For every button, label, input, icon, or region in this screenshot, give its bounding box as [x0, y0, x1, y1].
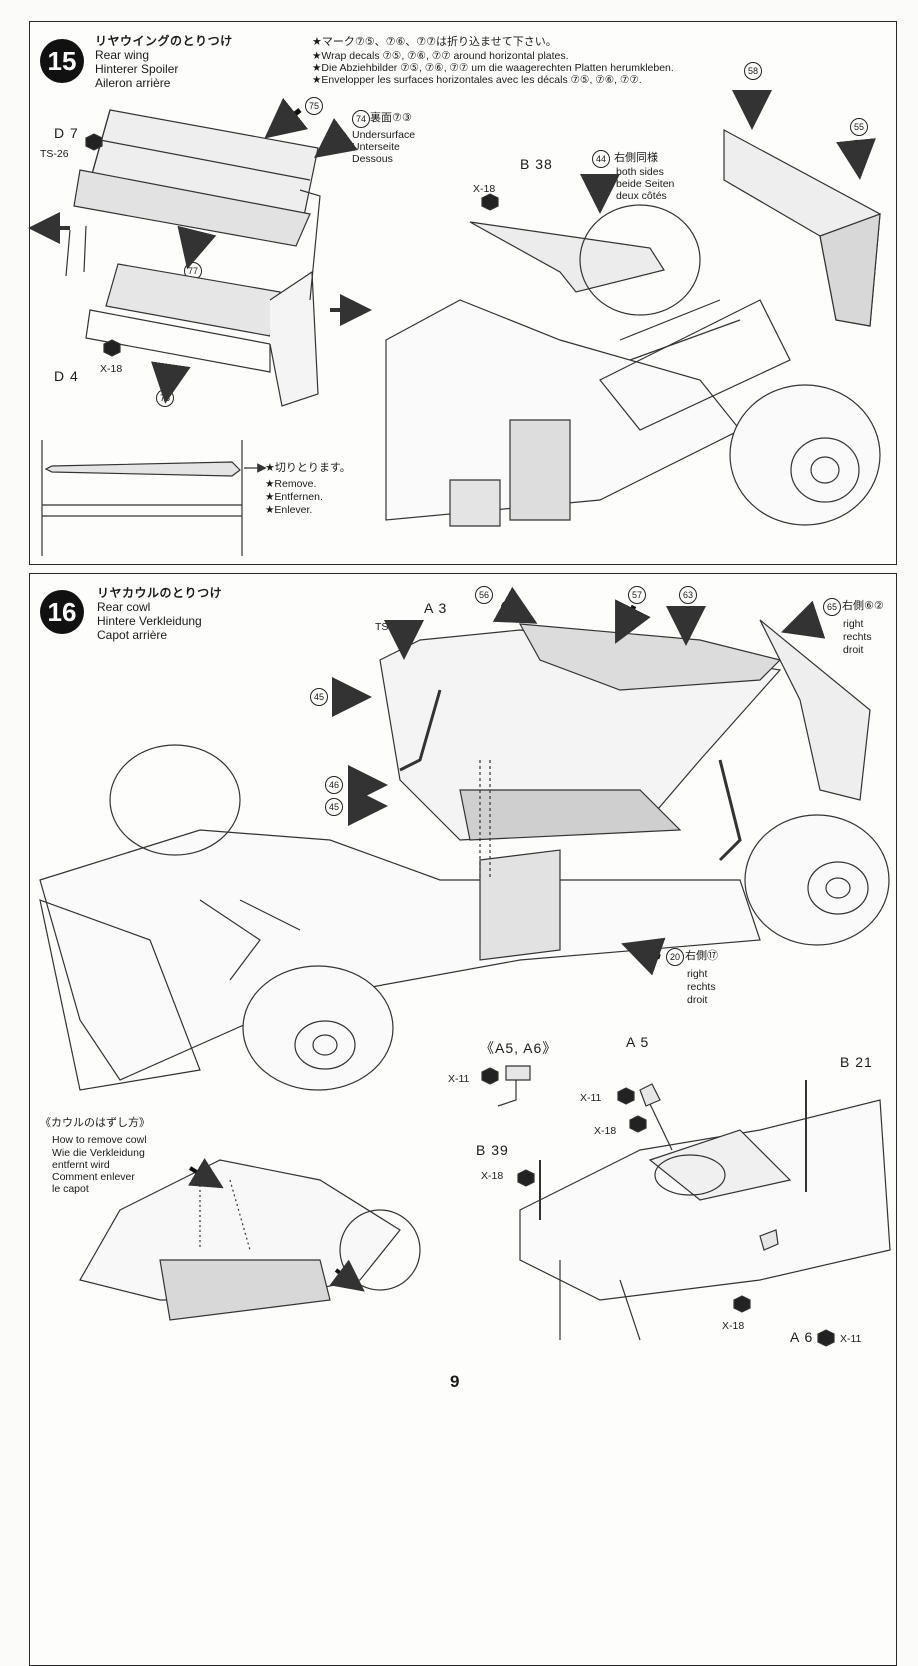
- step-16-title-de: Hintere Verkleidung: [97, 614, 202, 628]
- decal-46-marker: 46: [325, 776, 343, 794]
- step-16-title-fr: Capot arrière: [97, 628, 168, 642]
- remove-note-jp: ★切りとります。: [265, 462, 351, 474]
- decal-74-undersurface-de: Unterseite: [352, 141, 400, 153]
- decal-77-marker: 77: [184, 262, 202, 280]
- step-15-title: リヤウイングのとりつけ Rear wing Hinterer Spoiler A…: [95, 34, 233, 90]
- step-16-title-jp: リヤカウルのとりつけ: [97, 586, 223, 600]
- decal-74-undersurface-jp: 裏面⑦③: [370, 112, 412, 124]
- part-label-d4: D 4: [54, 368, 79, 384]
- decal-75-marker: 75: [305, 97, 323, 115]
- part-label-b21: B 21: [840, 1054, 873, 1070]
- remove-note-de: ★Entfernen.: [265, 491, 323, 503]
- howto-title-de-line2: entfernt wird: [52, 1159, 110, 1171]
- step-15-note-en: ★Wrap decals ⑦⑤, ⑦⑥, ⑦⑦ around horizonta…: [312, 50, 569, 62]
- decal-55-marker: 55: [850, 118, 868, 136]
- decal-57-marker: 57: [628, 586, 646, 604]
- decal-74-undersurface-en: Undersurface: [352, 129, 416, 141]
- step-15-title-jp: リヤウイングのとりつけ: [95, 34, 233, 48]
- step-16-number-badge: 16: [40, 590, 84, 634]
- decal-74-undersurface-fr: Dessous: [352, 153, 393, 165]
- decal-76-marker: 76: [156, 389, 174, 407]
- step-15-note-de: ★Die Abziehbilder ⑦⑤, ⑦⑥, ⑦⑦ um die waag…: [312, 62, 674, 74]
- screw-label-x18-a6: X-18: [722, 1320, 745, 1332]
- decal-58-marker: 58: [744, 62, 762, 80]
- decal-65-right-jp: 右側⑥②: [842, 600, 884, 612]
- part-label-ts26: TS-26: [40, 148, 69, 160]
- decal-20-right-en: right: [687, 968, 708, 980]
- howto-title-jp: 《カウルのはずし方》: [40, 1117, 150, 1129]
- page-number: 9: [450, 1372, 460, 1391]
- howto-title-de-line1: Wie die Verkleidung: [52, 1147, 145, 1159]
- decal-44-both-sides-jp: 右側同様: [614, 152, 658, 164]
- decal-20-marker: 20: [666, 948, 684, 966]
- part-label-a5: A 5: [626, 1034, 650, 1050]
- howto-title-fr-line1: Comment enlever: [52, 1171, 135, 1183]
- howto-title-en: How to remove cowl: [52, 1134, 147, 1146]
- step-16-title: リヤカウルのとりつけ Rear cowl Hintere Verkleidung…: [97, 586, 222, 642]
- screw-label-x18-wing: X-18: [100, 363, 123, 375]
- step-15-note-fr: ★Envelopper les surfaces horizontales av…: [312, 74, 642, 86]
- step-15-title-de: Hinterer Spoiler: [95, 62, 179, 76]
- screw-label-x11-a5: X-11: [580, 1092, 602, 1104]
- decal-44-both-sides-en: both sides: [616, 166, 664, 178]
- screw-label-x18-a5: X-18: [594, 1125, 617, 1137]
- decal-44-marker: 44: [592, 150, 610, 168]
- screw-label-x11-mirror: X-11: [448, 1073, 470, 1085]
- step-16-title-en: Rear cowl: [97, 600, 151, 614]
- howto-title-fr-line2: le capot: [52, 1183, 89, 1195]
- decal-20-right-jp: 右側⑰: [685, 950, 718, 962]
- decal-74-marker: 74: [352, 110, 370, 128]
- part-label-a3: A 3: [424, 600, 448, 616]
- step-15-panel: [29, 21, 897, 565]
- remove-note-en: ★Remove.: [265, 478, 317, 490]
- step-16-number: 16: [47, 596, 77, 627]
- part-label-b38: B 38: [520, 156, 553, 172]
- decal-44-both-sides-fr: deux côtés: [616, 190, 667, 202]
- step-15-title-en: Rear wing: [95, 48, 150, 62]
- decal-44-both-sides-de: beide Seiten: [616, 178, 675, 190]
- step-16-panel: [29, 573, 897, 1666]
- part-label-ts26-cowl: TS-26: [375, 621, 404, 633]
- decal-45-marker-bottom: 45: [325, 798, 343, 816]
- remove-note-fr: ★Enlever.: [265, 504, 313, 516]
- decal-20-right-de: rechts: [687, 981, 716, 993]
- decal-65-right-fr: droit: [843, 644, 864, 656]
- step-15-number-badge: 15: [40, 39, 84, 83]
- screw-label-x18-cover: X-18: [473, 183, 496, 195]
- step-15-note-jp: ★マーク⑦⑤、⑦⑥、⑦⑦は折り込ませて下さい。: [312, 36, 557, 48]
- part-label-b39: B 39: [476, 1142, 509, 1158]
- decal-63-marker: 63: [679, 586, 697, 604]
- step-15-title-fr: Aileron arrière: [95, 76, 171, 90]
- decal-65-right-de: rechts: [843, 631, 872, 643]
- decal-56-marker: 56: [475, 586, 493, 604]
- decal-45-marker-top: 45: [310, 688, 328, 706]
- step-15-number: 15: [47, 45, 77, 76]
- part-label-a6: A 6: [790, 1329, 814, 1345]
- decal-20-right-fr: droit: [687, 994, 708, 1006]
- part-label-d7: D 7: [54, 125, 79, 141]
- decal-65-marker: 65: [823, 598, 841, 616]
- screw-label-x18-b39: X-18: [481, 1170, 504, 1182]
- mirror-detail-title: 《A5, A6》: [480, 1040, 558, 1056]
- decal-65-right-en: right: [843, 618, 864, 630]
- screw-label-x11-a6: X-11: [840, 1333, 862, 1345]
